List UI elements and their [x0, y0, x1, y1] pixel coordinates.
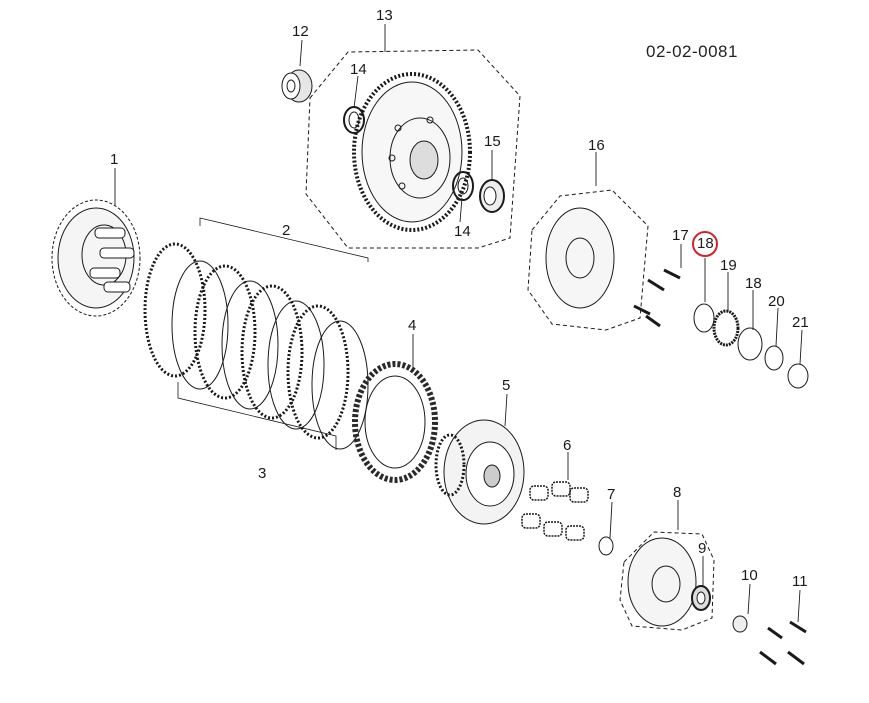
callout-8: 8 [673, 484, 682, 501]
callout-20: 20 [768, 293, 785, 310]
circlip-21-icon [787, 363, 809, 389]
pressure-plate-8-icon [619, 531, 715, 631]
callout-21: 21 [792, 314, 809, 331]
washer-20-icon [764, 345, 784, 371]
callout-18-highlighted: 18 [697, 235, 714, 252]
washer-18-rear-icon [737, 327, 763, 361]
callout-1: 1 [110, 151, 119, 168]
callout-4: 4 [408, 317, 417, 334]
seal-14-bottom-icon [452, 171, 474, 201]
bearing-12-icon [281, 69, 313, 103]
bolts-11-icon [759, 620, 807, 666]
callout-5: 5 [502, 377, 511, 394]
bearing-9-icon [691, 585, 711, 611]
callout-15: 15 [484, 133, 501, 150]
callout-19: 19 [720, 257, 737, 274]
callout-16: 16 [588, 137, 605, 154]
callout-11: 11 [792, 573, 808, 590]
seal-14-top-icon [343, 106, 365, 134]
clutch-hub-1-icon [51, 199, 141, 317]
callout-13: 13 [376, 7, 393, 24]
callout-17: 17 [672, 227, 689, 244]
callout-12: 12 [292, 23, 309, 40]
callout-6: 6 [563, 437, 572, 454]
leader-lines [114, 24, 803, 623]
friction-plate-4-icon [352, 361, 438, 483]
gear-assembly-dashed-box [305, 49, 521, 249]
bearing-15-icon [479, 179, 505, 213]
primary-gear-13-icon [352, 72, 472, 232]
highlight-ring [692, 231, 718, 257]
bolts-17-icon [633, 268, 681, 328]
callout-18-rear: 18 [745, 275, 762, 292]
clutch-springs-6-icon [521, 481, 589, 541]
callout-2: 2 [282, 222, 291, 239]
callout-10: 10 [741, 567, 758, 584]
washer-7-icon [598, 536, 614, 556]
cap-10-icon [732, 615, 748, 633]
callout-3: 3 [258, 465, 267, 482]
clutch-plate-stack-icon [143, 217, 369, 450]
washer-18-icon [693, 303, 715, 333]
callout-14-top: 14 [350, 61, 367, 78]
needle-bearing-19-icon [712, 309, 740, 347]
callout-7: 7 [607, 486, 616, 503]
drawing-code: 02-02-0081 [646, 42, 738, 61]
callout-9: 9 [698, 540, 707, 557]
callout-14-bottom: 14 [454, 223, 471, 240]
clutch-center-5-icon [434, 419, 525, 525]
clutch-basket-16-icon [527, 189, 649, 331]
